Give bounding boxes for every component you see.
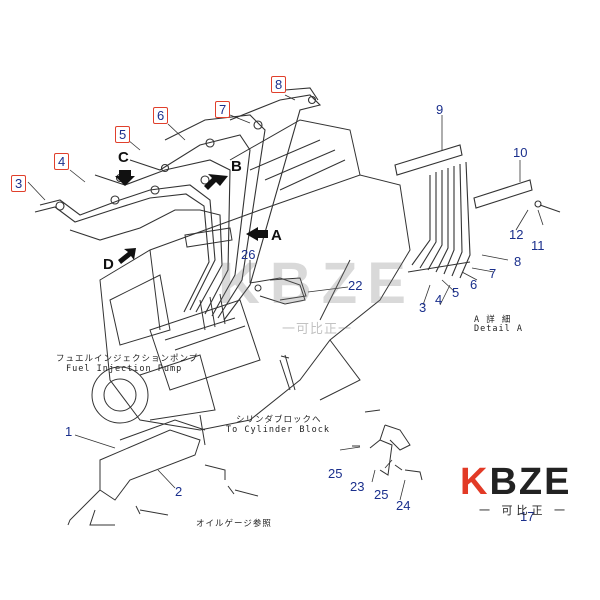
view-a-arrow-icon [246,227,268,241]
callout-1[interactable]: 1 [65,424,73,439]
logo-bze: BZE [489,461,572,503]
detail-a-drawing [394,144,561,279]
fuel-pump-label-jp: フュエルインジェクションポンプ [56,354,199,364]
fuel-pump-label-en: Fuel Injection Pump [66,364,183,374]
watermark: KBZE [218,251,416,316]
callout-23[interactable]: 23 [350,479,365,494]
view-b-arrow-icon [204,174,228,190]
view-label-a: A [271,227,282,244]
callout-7[interactable]: 7 [215,101,231,118]
bolt-and-fittings-drawing [280,354,423,481]
pump-bracket-drawing [67,414,259,526]
detail-callout-12[interactable]: 12 [509,227,524,242]
callout-17[interactable]: 17 [520,509,535,524]
callout-6[interactable]: 6 [153,107,169,124]
view-c-arrow-icon [115,170,135,186]
detail-callout-10[interactable]: 10 [513,145,528,160]
view-label-c: C [118,149,129,166]
cylinder-block-label-en: To Cylinder Block [226,425,330,435]
callout-5[interactable]: 5 [115,126,131,143]
view-d-arrow-icon [118,248,136,264]
callout-25-b[interactable]: 25 [374,487,389,502]
watermark-subtext: 一可比正一 [282,322,353,337]
detail-a-label-jp: A 詳 細 [474,315,512,325]
callout-26[interactable]: 26 [241,247,256,262]
detail-a-label-en: Detail A [474,324,523,334]
callout-2[interactable]: 2 [175,484,183,499]
detail-callout-7[interactable]: 7 [489,266,497,281]
logo-subtext: 一 可比正 一 [479,504,569,517]
detail-callout-11[interactable]: 11 [531,238,545,253]
clamp-and-return-pipe-drawing [184,227,307,305]
kbze-logo: KBZE 一 可比正 一 [460,462,588,522]
view-arrows [115,170,268,264]
cylinder-block-label-jp: シリンダブロックへ [236,415,322,425]
detail-callout-6[interactable]: 6 [470,277,478,292]
view-label-d: D [103,256,114,273]
callout-3[interactable]: 3 [11,175,27,192]
detail-callout-8[interactable]: 8 [514,254,522,269]
logo-k: K [460,461,490,503]
detail-callout-3[interactable]: 3 [419,300,427,315]
engine-block-drawing [99,119,411,431]
callout-25-a[interactable]: 25 [328,466,343,481]
fuel-injection-pump-drawing [91,293,291,424]
detail-callout-9[interactable]: 9 [436,102,444,117]
detail-callout-4[interactable]: 4 [435,292,443,307]
detail-callout-5[interactable]: 5 [452,285,460,300]
callout-8[interactable]: 8 [271,76,287,93]
callout-22[interactable]: 22 [348,278,363,293]
callout-24[interactable]: 24 [396,498,411,513]
oil-gauge-label-jp: オイルゲージ参照 [196,519,272,529]
callout-4[interactable]: 4 [54,153,70,170]
leader-lines [27,94,544,501]
view-label-b: B [231,158,242,175]
